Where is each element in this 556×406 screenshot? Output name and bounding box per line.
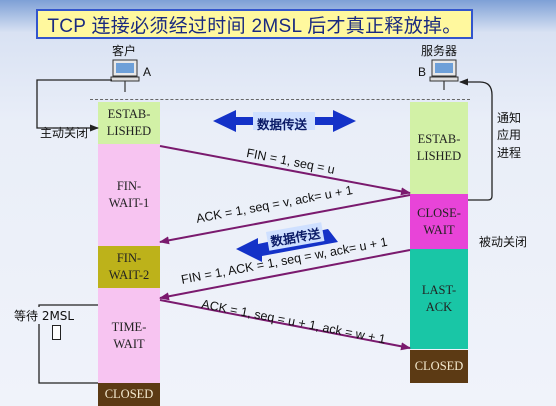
client-label: 客户: [112, 44, 137, 58]
fin-arrow: [159, 145, 411, 196]
server-state-last-ack: LAST- ACK: [410, 249, 468, 349]
server-label: 服务器: [421, 44, 458, 58]
start-dashed-line: [90, 99, 470, 100]
data-transfer-arrow-1: [213, 110, 356, 132]
active-close-connector: [36, 79, 112, 132]
active-close-label: 主动关闭: [40, 126, 89, 140]
server-letter: B: [418, 65, 427, 79]
data-transfer-label-1: 数据传送: [257, 117, 308, 132]
client-letter: A: [143, 65, 152, 79]
notify-app-label: 通知 应用 进程: [497, 111, 522, 160]
wait-2msl-bracket: [38, 304, 98, 384]
notify-app-connector: [459, 78, 493, 201]
wait-2msl-label: 等待 2MSL: [14, 307, 75, 324]
client-state-established: ESTAB- LISHED: [98, 102, 160, 144]
final-ack-arrow: [159, 299, 411, 351]
ack-arrow: [159, 194, 411, 245]
slide-title: TCP 连接必须经过时间 2MSL 后才真正释放掉。: [36, 9, 473, 39]
client-state-closed: CLOSED: [98, 383, 160, 406]
client-state-time-wait: TIME- WAIT: [98, 288, 160, 383]
passive-close-label: 被动关闭: [479, 235, 528, 249]
computer-icon-server: [429, 59, 459, 90]
server-state-established: ESTAB- LISHED: [410, 102, 468, 194]
fin-ack-arrow: [159, 249, 411, 301]
computer-icon-client: [110, 59, 140, 92]
server-state-close-wait: CLOSE- WAIT: [410, 194, 468, 249]
wait-timer-box: [52, 325, 61, 340]
client-state-fin-wait-2: FIN- WAIT-2: [98, 246, 160, 288]
server-state-closed: CLOSED: [410, 350, 468, 383]
client-state-fin-wait-1: FIN- WAIT-1: [98, 144, 160, 246]
